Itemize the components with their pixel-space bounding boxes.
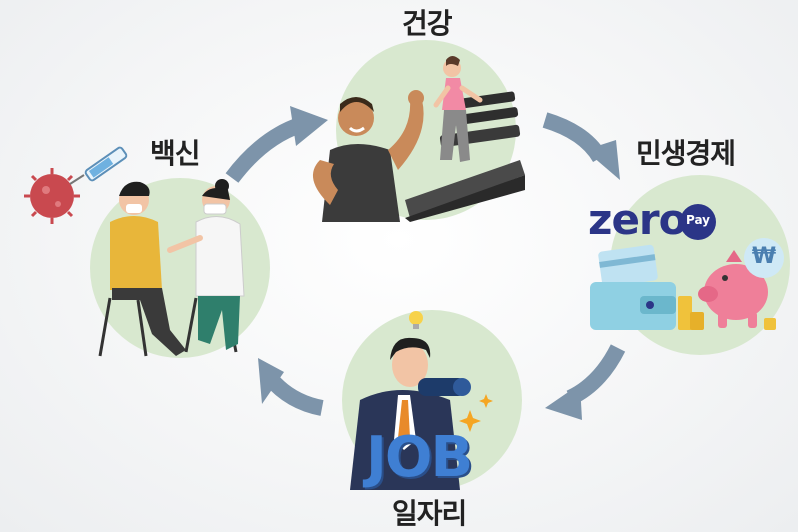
arrow-health-to-economy bbox=[542, 112, 620, 180]
virus-icon bbox=[24, 168, 80, 224]
node-label-economy: 민생경제 bbox=[636, 137, 736, 170]
zero-pay-logo-text: zero bbox=[588, 195, 687, 244]
pay-badge-text: Pay bbox=[685, 213, 711, 227]
wallet-piggybank-illustration bbox=[590, 204, 784, 330]
node-label-vaccine: 백신 bbox=[150, 137, 201, 170]
businessman-binoculars-illustration bbox=[350, 311, 493, 490]
currency-bubble bbox=[744, 238, 784, 278]
node-label-health: 건강 bbox=[402, 7, 453, 40]
job-sign-text: JOB bbox=[366, 425, 473, 490]
arrow-economy-to-jobs bbox=[545, 344, 626, 420]
currency-symbol: ₩ bbox=[751, 244, 777, 269]
treadmill-runner-illustration bbox=[312, 56, 525, 222]
syringe-icon bbox=[69, 146, 128, 185]
arrow-vaccine-to-health bbox=[225, 106, 328, 183]
arrow-jobs-to-vaccine bbox=[258, 358, 324, 416]
node-label-jobs: 일자리 bbox=[392, 497, 467, 530]
vaccination-illustration bbox=[24, 146, 245, 357]
pay-badge bbox=[680, 204, 716, 240]
